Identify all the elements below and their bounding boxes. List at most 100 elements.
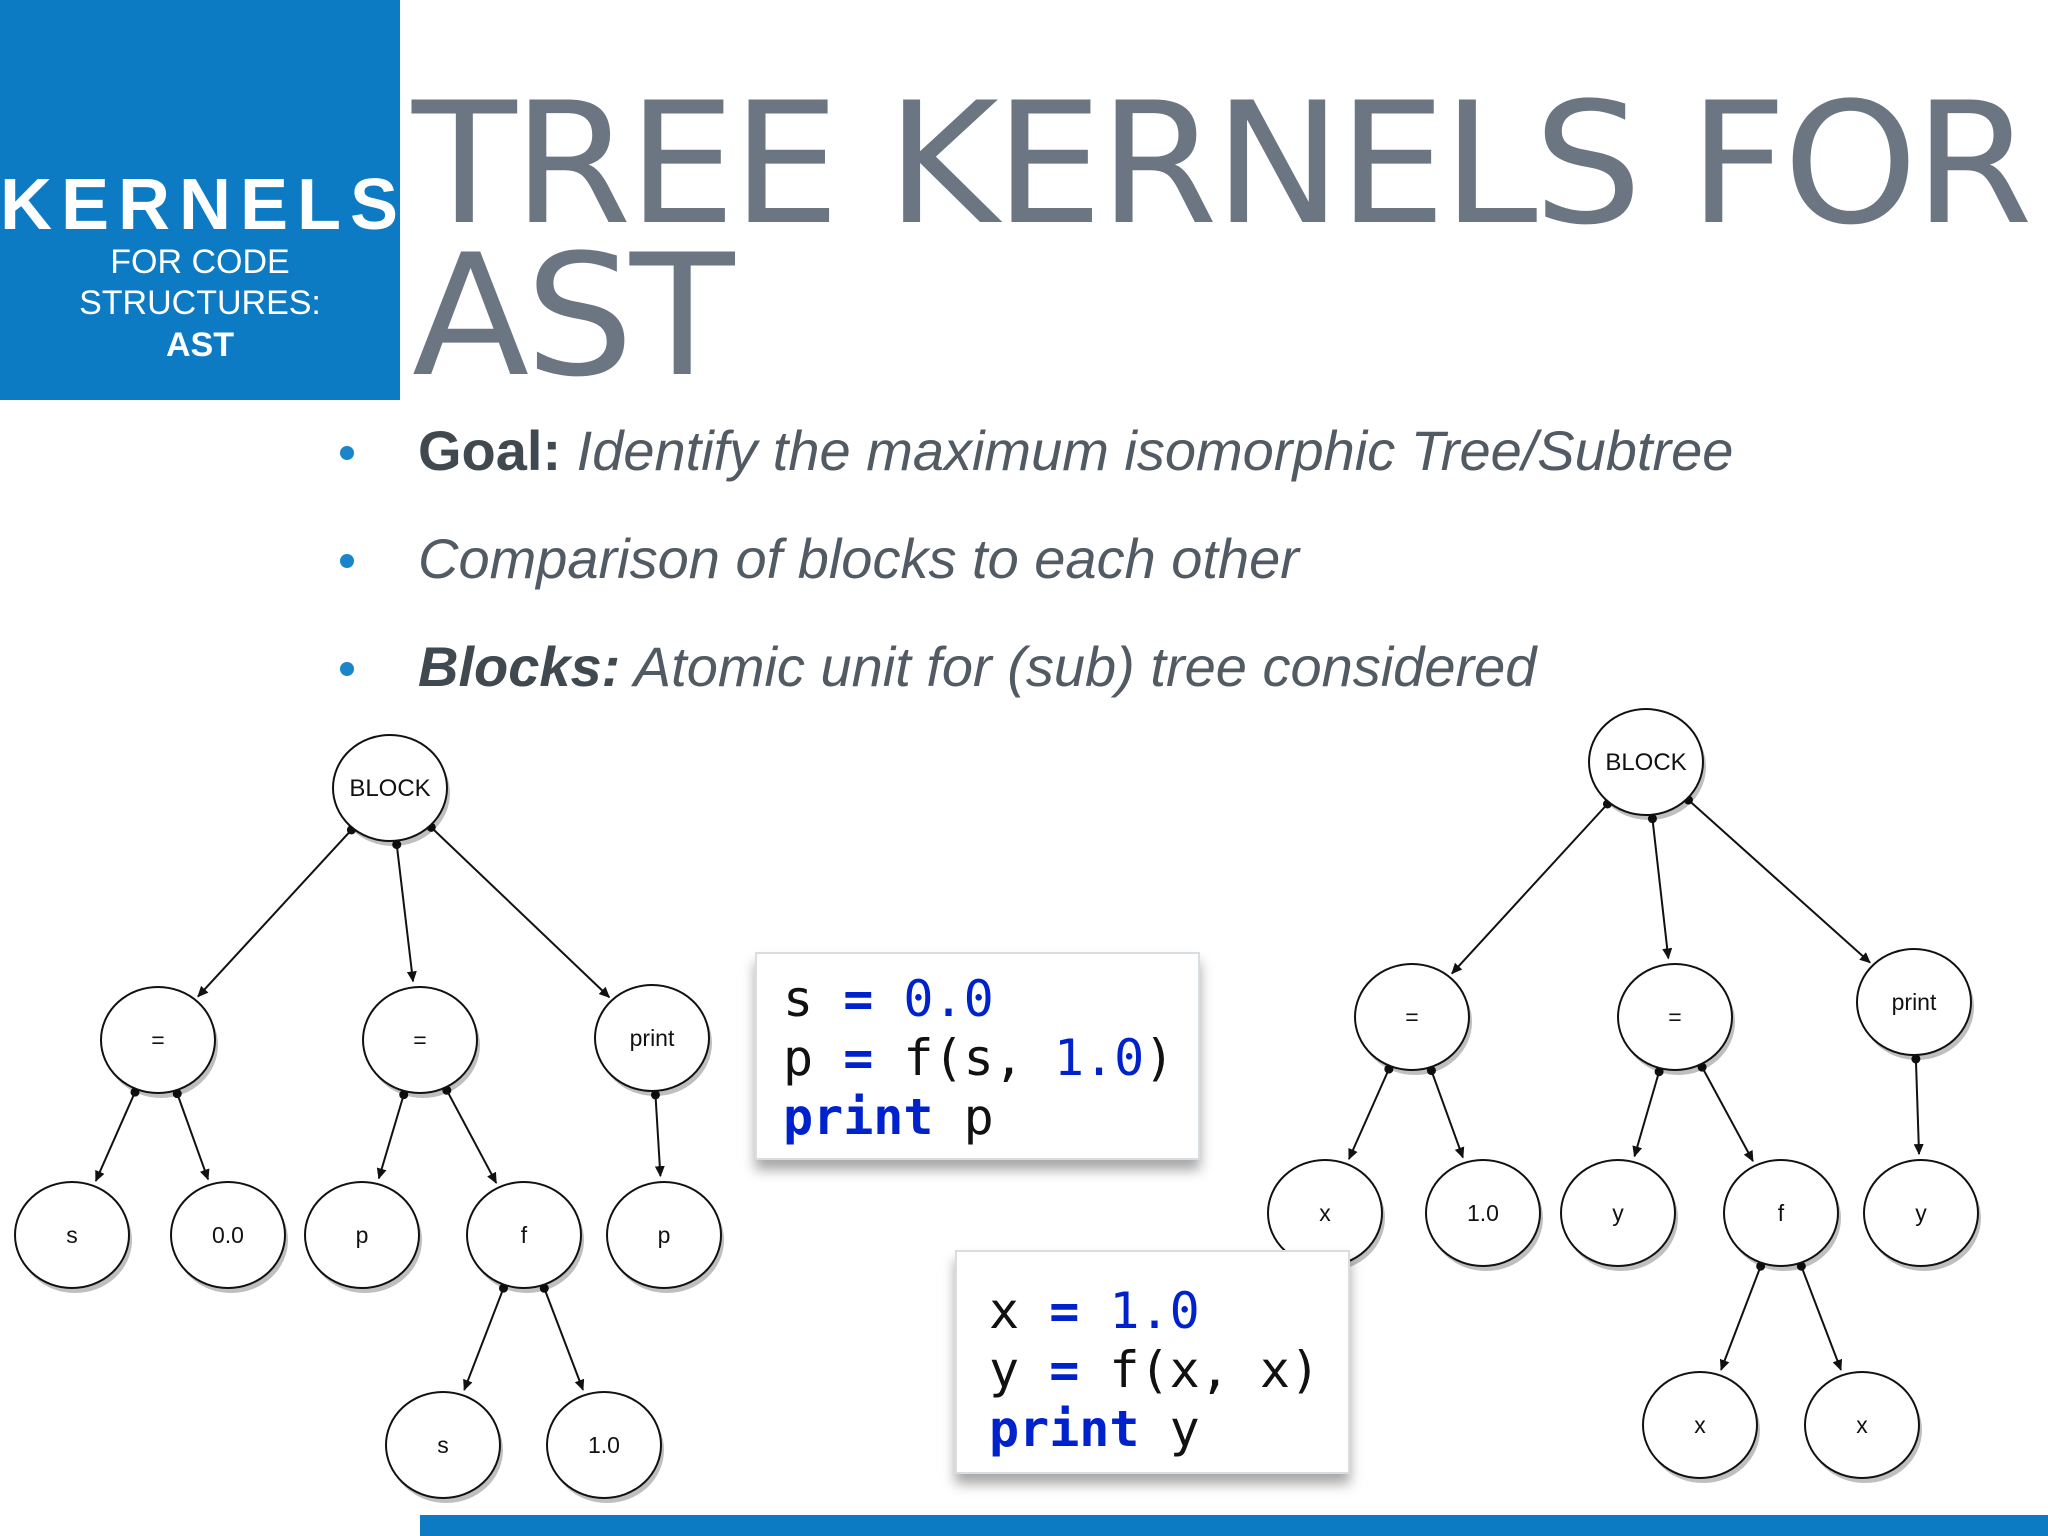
tree-edge: [1430, 1070, 1465, 1159]
tree-node-label: =: [413, 1027, 426, 1053]
tree-edge: [463, 1287, 505, 1391]
tree-node: [332, 734, 448, 842]
tree-node: [304, 1181, 420, 1289]
bullet-text: Identify the maximum isomorphic Tree/Sub…: [561, 419, 1734, 482]
code-line: print y: [989, 1400, 1348, 1459]
edge-anchor: [392, 840, 402, 850]
code-line: s = 0.0: [783, 970, 1198, 1029]
slide-title-line1: TREE KERNELS FOR: [412, 66, 2033, 262]
tree-node: [170, 1181, 286, 1289]
code-token: x: [989, 1282, 1020, 1340]
tree-node: [546, 1391, 662, 1499]
tree-edge: [1348, 1068, 1390, 1160]
edge-anchor: [1647, 814, 1657, 824]
tree-node-label: 0.0: [212, 1222, 244, 1248]
tree-node: [1425, 1159, 1541, 1267]
code-token: 1.0: [1053, 1029, 1145, 1087]
tree-edge: [1701, 1066, 1754, 1162]
tree-edge: [1687, 799, 1871, 964]
code-token: y: [989, 1341, 1020, 1399]
code-token: s: [783, 970, 814, 1028]
code-token: p: [933, 1088, 994, 1146]
tree-node: [466, 1181, 582, 1289]
tree-edge: [1913, 1058, 1924, 1156]
tree-node-label: y: [1915, 1200, 1927, 1226]
tree-node-label: s: [437, 1432, 449, 1458]
tree-node: [1560, 1159, 1676, 1267]
tree-edge: [1719, 1265, 1762, 1371]
tree-node-label: =: [151, 1027, 164, 1053]
section-title: KERNELS: [0, 165, 408, 245]
section-subtitle-2: STRUCTURES:: [79, 284, 321, 322]
tree-node-label: BLOCK: [1605, 749, 1686, 776]
tree-node: [1354, 963, 1470, 1071]
tree-node: [1856, 948, 1972, 1056]
section-subtitle-1: FOR CODE: [110, 243, 290, 281]
code-token: =: [813, 970, 904, 1028]
tree-node: [14, 1181, 130, 1289]
section-badge: KERNELS FOR CODE STRUCTURES: AST: [0, 0, 400, 400]
tree-node: [1588, 708, 1704, 816]
tree-node-label: f: [1778, 1200, 1785, 1226]
tree-edge: [1800, 1265, 1843, 1371]
tree-node-label: print: [630, 1025, 675, 1051]
tree-edge: [543, 1287, 585, 1391]
tree-node: [1804, 1371, 1920, 1479]
code-token: =: [1019, 1341, 1110, 1399]
bullet-item-goal: Goal: Identify the maximum isomorphic Tr…: [340, 418, 1840, 526]
tree-node: [100, 986, 216, 1094]
code-token: p: [783, 1029, 814, 1087]
code-token: 0.0: [903, 970, 994, 1028]
bullet-dot: [340, 446, 354, 460]
tree-node-label: 1.0: [588, 1432, 620, 1458]
tree-edge: [176, 1093, 210, 1181]
tree-node: [1642, 1371, 1758, 1479]
bullet-item-comparison: Comparison of blocks to each other: [340, 526, 1840, 634]
bullet-text: Comparison of blocks to each other: [418, 527, 1299, 590]
tree-node: [1723, 1159, 1839, 1267]
tree-node: [594, 984, 710, 1092]
tree-node: [606, 1181, 722, 1289]
tree-edge: [376, 1094, 405, 1180]
code-token: print: [989, 1400, 1140, 1458]
code-token: f(x, x): [1109, 1341, 1321, 1399]
tree-node-label: =: [1668, 1004, 1681, 1030]
slide-title-line2: AST: [412, 218, 735, 414]
tree-node-label: BLOCK: [349, 775, 430, 802]
code-line: y = f(x, x): [989, 1341, 1348, 1400]
tree-edge: [94, 1091, 136, 1182]
slide-title: TREE KERNELS FOR AST: [412, 80, 2033, 400]
edge-anchor: [1911, 1054, 1921, 1064]
tree-node-label: s: [66, 1222, 78, 1248]
tree-edge: [395, 844, 417, 983]
tree-node: [385, 1391, 501, 1499]
bullet-text: Atomic unit for (sub) tree considered: [620, 635, 1537, 698]
tree-node: [1863, 1159, 1979, 1267]
footer-bar: [420, 1515, 2048, 1536]
code-token: =: [813, 1029, 904, 1087]
tree-edge: [430, 826, 611, 998]
bullet-bold: Goal:: [418, 419, 562, 482]
tree-edge: [445, 1089, 498, 1184]
code-line: x = 1.0: [989, 1282, 1348, 1341]
tree-node-label: =: [1405, 1004, 1418, 1030]
code-token: 1.0: [1109, 1282, 1200, 1340]
code-line: p = f(s, 1.0): [783, 1029, 1198, 1088]
tree-edge: [654, 1094, 665, 1178]
tree-node-label: x: [1856, 1412, 1868, 1438]
tree-edge: [1651, 818, 1673, 960]
code-token: y: [1139, 1400, 1200, 1458]
tree-node-label: x: [1319, 1200, 1331, 1226]
edge-anchor: [650, 1090, 660, 1100]
tree-node-label: 1.0: [1467, 1200, 1499, 1226]
code-token: f(s,: [903, 1029, 1054, 1087]
bullet-dot: [340, 554, 354, 568]
bullet-bold: Blocks:: [418, 635, 621, 698]
bullet-item-blocks: Blocks: Atomic unit for (sub) tree consi…: [340, 634, 1840, 742]
tree-node-label: p: [356, 1222, 369, 1248]
tree-edge: [1632, 1071, 1661, 1158]
